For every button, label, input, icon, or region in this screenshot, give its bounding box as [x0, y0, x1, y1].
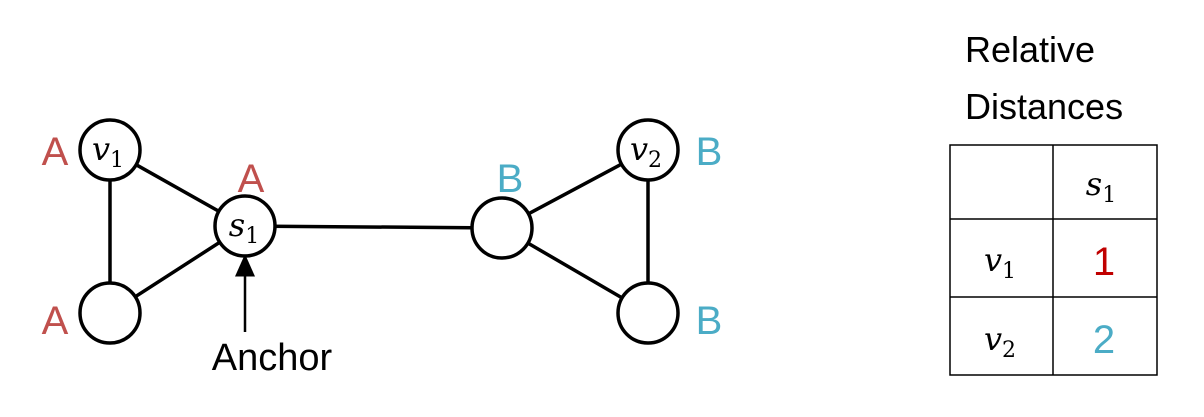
- group-label-a-bottom: A: [42, 299, 69, 343]
- edge-s1-b-center: [243, 224, 504, 230]
- node-b-bottom: [616, 281, 680, 345]
- table-column-header: s1: [1086, 165, 1116, 208]
- table-row-2-header: v2: [984, 320, 1016, 363]
- relative-distances-table: s1 v1 1 v2 2: [949, 144, 1158, 376]
- node-v1-label: v1: [92, 130, 124, 173]
- table-row-2-value: 2: [1093, 318, 1115, 362]
- node-s1-label: s1: [229, 206, 259, 249]
- anchor-label: Anchor: [212, 337, 333, 379]
- node-b-center: [470, 196, 534, 260]
- node-s1-anchor: s1: [213, 194, 277, 258]
- group-label-v2: B: [696, 130, 723, 174]
- node-a-bottom: [78, 281, 142, 345]
- relative-distances-panel: Relative Distances s1 v1 1 v2 2: [949, 29, 1158, 376]
- node-v1: v1: [78, 118, 142, 182]
- table-heading-line1: Relative: [965, 29, 1095, 70]
- node-v2: v2: [616, 118, 680, 182]
- table-row-1-value: 1: [1093, 240, 1115, 284]
- group-label-b-bottom: B: [696, 299, 723, 343]
- table-row-1-header: v1: [984, 241, 1016, 284]
- group-label-s1: A: [238, 157, 265, 201]
- group-label-b-center: B: [497, 157, 524, 201]
- table-heading-line2: Distances: [965, 86, 1123, 127]
- node-v2-label: v2: [630, 130, 662, 173]
- group-label-v1: A: [42, 130, 69, 174]
- graph-edges: [108, 148, 650, 315]
